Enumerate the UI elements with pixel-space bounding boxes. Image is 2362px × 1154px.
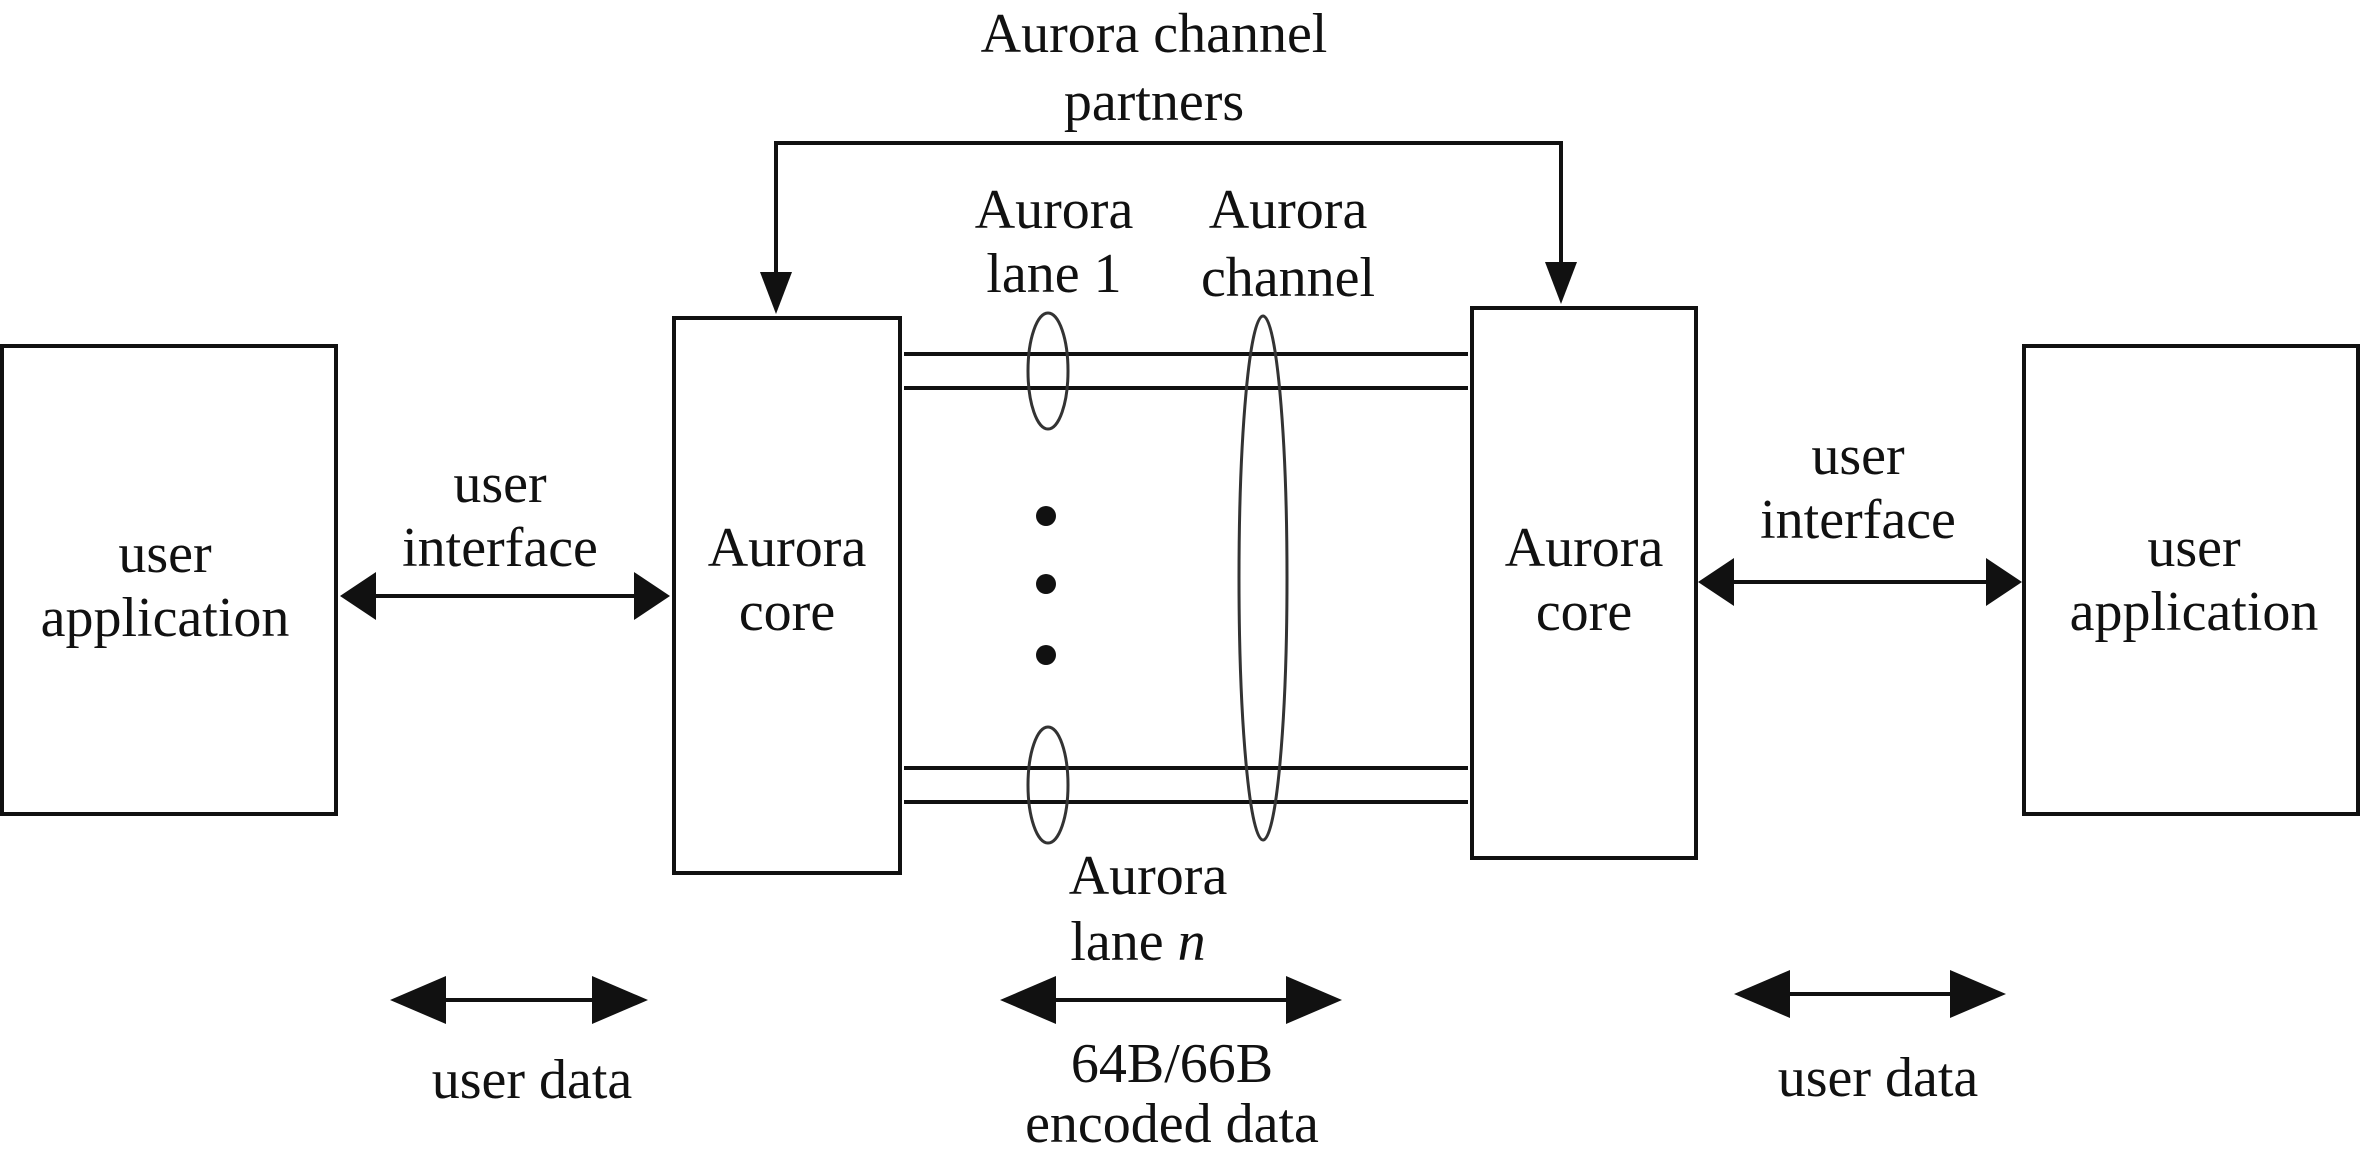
left-user-interface-arrow [340, 572, 670, 620]
right-user-application-box [2022, 344, 2360, 816]
encoded-data-label-line1: 64B/66B [1071, 1033, 1273, 1095]
left-user-interface-label-line2: interface [402, 517, 598, 579]
right-aurora-core-box [1470, 306, 1698, 860]
lane-n-variable: n [1178, 911, 1206, 973]
lane-n-ellipse [1026, 725, 1070, 845]
right-user-interface-label-line1: user [1811, 425, 1905, 487]
lane-n-prefix: lane [1070, 911, 1177, 973]
right-user-interface-arrow [1698, 558, 2022, 606]
right-core-label-line1: Aurora [1505, 517, 1664, 579]
channel-partners-label-line1: Aurora channel [981, 3, 1328, 65]
right-core-label-line2: core [1536, 581, 1632, 643]
aurora-channel-label-line1: Aurora [1209, 179, 1368, 241]
lane-1-label-line2: lane 1 [986, 243, 1121, 305]
lane-n-label-line1: Aurora [1069, 845, 1228, 907]
left-user-interface-label-line1: user [453, 453, 547, 515]
lane-ellipsis-dot-3 [1036, 645, 1056, 665]
arrowhead-down-right-core [1545, 262, 1577, 304]
arrowhead-down-left-core [760, 272, 792, 314]
right-user-data-arrow [1734, 970, 2006, 1018]
left-user-application-box [0, 344, 338, 816]
right-user-interface-label-line2: interface [1760, 489, 1956, 551]
channel-partners-label-line2: partners [1064, 71, 1244, 133]
left-aurora-core-box [672, 316, 902, 875]
encoded-data-label-line2: encoded data [1025, 1093, 1319, 1154]
right-app-label-line2: application [2070, 581, 2319, 643]
left-app-label-line1: user [118, 523, 212, 585]
lane-ellipsis-dot-2 [1036, 574, 1056, 594]
lane-1-label-line1: Aurora [975, 179, 1134, 241]
left-user-data-arrow [390, 976, 648, 1024]
encoded-data-arrow [1000, 976, 1342, 1024]
lane-ellipsis-dot-1 [1036, 506, 1056, 526]
left-core-label-line1: Aurora [708, 517, 867, 579]
left-core-label-line2: core [739, 581, 835, 643]
right-user-data-label: user data [1778, 1047, 1979, 1109]
left-app-label-line2: application [41, 587, 290, 649]
channel-partners-connector [760, 141, 1577, 314]
left-user-data-label: user data [432, 1049, 633, 1111]
lane-1-ellipse [1026, 311, 1070, 431]
right-app-label-line1: user [2147, 517, 2241, 579]
aurora-channel-label-line2: channel [1201, 247, 1375, 309]
lane-n-label-line2: lane n [1070, 911, 1205, 973]
aurora-channel-ellipse [1237, 314, 1289, 842]
